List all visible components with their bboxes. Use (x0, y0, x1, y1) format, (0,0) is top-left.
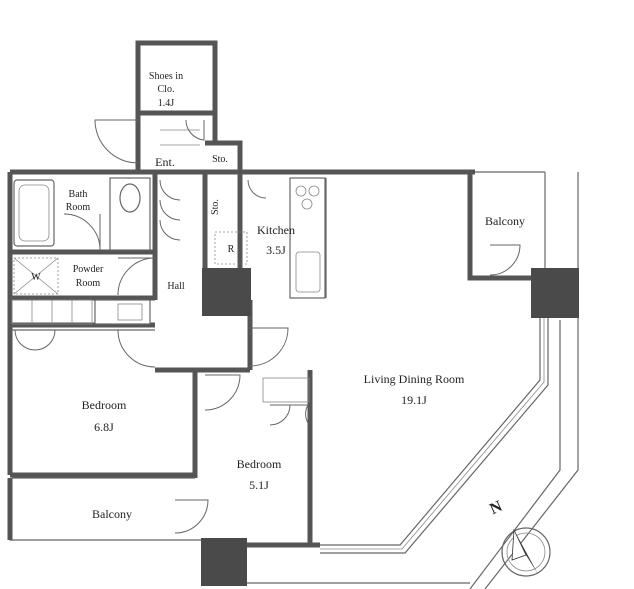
shoes-closet-label-2: Clo. (158, 84, 175, 95)
balcony-bottom-label: Balcony (92, 507, 132, 521)
storage-side-label: Sto. (210, 199, 221, 215)
walls (7, 40, 546, 548)
storage-top-label: Sto. (212, 154, 228, 165)
compass-ring (501, 527, 551, 577)
powder-room-label-2: Room (76, 278, 101, 289)
fixtures (11, 129, 327, 479)
pillars (201, 268, 579, 586)
compass-north-label: N (487, 498, 505, 518)
bedroom-left-size: 6.8J (94, 420, 114, 434)
kitchen-size: 3.5J (266, 243, 286, 257)
pillar-bottom (201, 538, 247, 586)
refrigerator-label: R (228, 244, 235, 255)
entrance-label: Ent. (155, 155, 175, 169)
bath-room-label-2: Room (66, 202, 91, 213)
compass-needle-icon (514, 530, 538, 574)
balcony-right-label: Balcony (485, 214, 525, 228)
powder-room-label-1: Powder (73, 264, 104, 275)
washer-label: W (31, 272, 41, 283)
shoes-closet-label-1: Shoes in (149, 71, 183, 82)
pillar-hall (202, 268, 251, 316)
refrigerator-space (214, 231, 248, 265)
shoes-closet-label-3: 1.4J (158, 98, 175, 109)
bath-room-label-1: Bath (69, 189, 88, 200)
bedroom-center-size: 5.1J (249, 478, 269, 492)
living-dining-label: Living Dining Room (364, 372, 465, 386)
kitchen-label: Kitchen (257, 223, 295, 237)
window-wall (320, 318, 549, 554)
compass: N (487, 498, 551, 577)
bathtub (13, 179, 55, 247)
doors (14, 119, 521, 534)
washer-space (13, 257, 59, 295)
pillar-right (531, 268, 579, 318)
hall-label: Hall (167, 281, 184, 292)
bedroom-left-label: Bedroom (82, 398, 127, 412)
living-dining-size: 19.1J (401, 393, 427, 407)
room-labels: Shoes in Clo. 1.4J Ent. Sto. Sto. Bath R… (31, 71, 525, 521)
bedroom-center-label: Bedroom (237, 457, 282, 471)
